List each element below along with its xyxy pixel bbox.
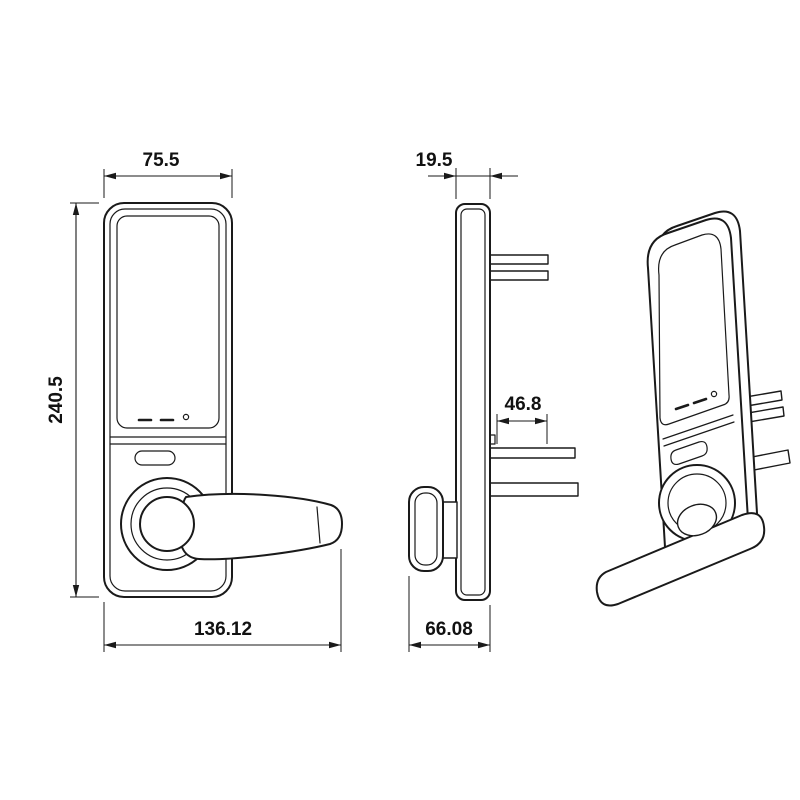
dim-side-depth: 66.08 bbox=[408, 576, 491, 652]
perspective-view bbox=[595, 210, 791, 607]
dim-front-width-label: 75.5 bbox=[143, 150, 180, 171]
persp-lever-hub bbox=[676, 503, 718, 537]
side-handle-end bbox=[408, 486, 444, 572]
dim-side-thickness-label: 19.5 bbox=[416, 150, 453, 171]
side-lower-bolt bbox=[488, 482, 579, 497]
side-body-outline bbox=[455, 203, 491, 601]
persp-keypad-panel bbox=[657, 233, 730, 426]
dim-front-height-label: 240.5 bbox=[46, 376, 67, 424]
front-lever-seam bbox=[316, 506, 321, 544]
side-handle-hub bbox=[441, 501, 458, 559]
persp-lever-handle bbox=[595, 512, 766, 607]
persp-indicator-dash-1 bbox=[674, 403, 690, 411]
dim-front-overall-width-label: 136.12 bbox=[194, 619, 252, 640]
side-spindle-bar bbox=[488, 447, 576, 459]
persp-indicator-dash-2 bbox=[692, 397, 708, 405]
dim-front-height: 240.5 bbox=[46, 202, 99, 598]
front-lever-handle bbox=[178, 492, 343, 561]
front-oval-button bbox=[134, 450, 176, 466]
persp-divider-line-1 bbox=[662, 414, 734, 440]
dim-side-spindle: 46.8 bbox=[496, 394, 548, 444]
dim-side-depth-label: 66.08 bbox=[425, 619, 473, 640]
led-indicator bbox=[182, 413, 190, 421]
side-latch-bolt-2 bbox=[488, 270, 549, 281]
dim-front-overall-width: 136.12 bbox=[103, 549, 342, 652]
persp-oval-button bbox=[670, 440, 708, 466]
front-lever-hub bbox=[139, 496, 195, 552]
side-body-inner-line bbox=[460, 208, 486, 596]
side-latch-bolt-1 bbox=[488, 254, 549, 265]
front-view: 75.5 240.5 136.12 bbox=[46, 150, 343, 652]
side-handle-inner-line bbox=[414, 492, 438, 566]
front-body-inner-line bbox=[109, 208, 227, 592]
front-keypad-panel bbox=[116, 215, 220, 429]
persp-led-indicator bbox=[710, 390, 718, 398]
side-view: 19.5 46.8 66.08 bbox=[408, 150, 579, 652]
dim-side-thickness: 19.5 bbox=[416, 150, 518, 199]
persp-divider-line-2 bbox=[663, 421, 735, 447]
dim-side-spindle-label: 46.8 bbox=[505, 394, 542, 415]
dim-front-width: 75.5 bbox=[103, 150, 233, 198]
